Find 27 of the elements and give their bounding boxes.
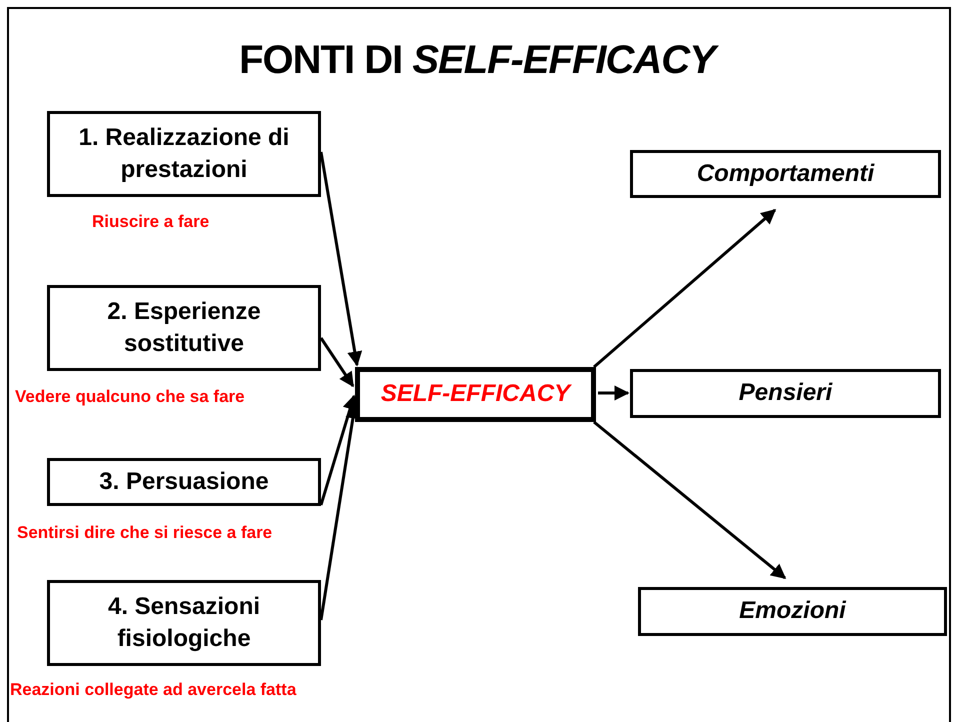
arrow — [593, 208, 776, 368]
description-text: Reazioni collegate ad avercela fatta — [10, 680, 296, 700]
box-label: 4. Sensazioni fisiologiche — [106, 592, 262, 654]
arrow — [598, 386, 630, 400]
description-text: Riuscire a fare — [92, 212, 210, 232]
box-label: 2. Esperienze sostitutive — [106, 296, 262, 359]
box-label: Comportamenti — [696, 158, 876, 189]
concept-box — [47, 285, 321, 371]
concept-box — [638, 587, 947, 636]
concept-box — [47, 111, 321, 197]
box-label: 1. Realizzazione di prestazioni — [78, 122, 290, 185]
box-label: SELF-EFFICACY — [380, 379, 573, 410]
arrow — [320, 394, 358, 506]
arrow — [320, 152, 362, 366]
box-label: Pensieri — [738, 378, 834, 408]
description-text: Sentirsi dire che si riesce a fare — [17, 523, 272, 543]
concept-box — [630, 369, 941, 418]
arrow — [593, 420, 786, 580]
box-label: Emozioni — [738, 596, 848, 626]
concept-box — [47, 580, 321, 666]
description-text: Vedere qualcuno che sa fare — [15, 387, 245, 407]
central-box — [355, 367, 596, 422]
title: FONTI DI SELF-EFFICACY — [0, 38, 954, 83]
concept-box — [47, 458, 321, 506]
arrow — [320, 337, 354, 388]
box-label: 3. Persuasione — [98, 466, 270, 497]
concept-box — [630, 150, 941, 198]
